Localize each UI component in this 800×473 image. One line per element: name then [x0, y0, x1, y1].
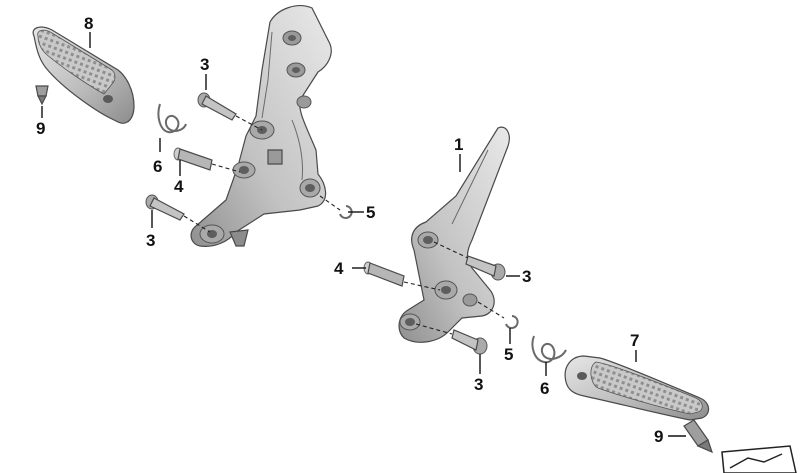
footrest-bracket-right [398, 126, 510, 343]
callout-3-right-top: 3 [522, 267, 531, 286]
callout-3-left-top: 3 [200, 55, 209, 74]
pin-right [683, 419, 713, 454]
clip-right [505, 315, 519, 329]
bolt-left-bottom [145, 194, 185, 221]
footrest-bracket-left [190, 5, 332, 247]
axis-right-4 [477, 301, 505, 319]
callout-3-left-bottom: 3 [146, 231, 155, 250]
axis-left-1 [235, 115, 263, 131]
axis-right-3 [415, 323, 453, 335]
callout-8: 8 [84, 14, 93, 33]
callout-9-right: 9 [654, 427, 663, 446]
bolt-right-top [465, 255, 506, 281]
pin-shaft-right [363, 261, 405, 287]
callout-5-right: 5 [504, 345, 513, 364]
bolt-right-bottom [451, 329, 488, 355]
pin-shaft-left [173, 147, 213, 171]
footpeg-right [564, 355, 710, 421]
callout-4-right: 4 [334, 259, 344, 278]
spring-left [157, 103, 187, 134]
callout-4-left: 4 [174, 177, 184, 196]
axis-left-3 [183, 215, 211, 233]
clip-left [339, 205, 353, 219]
callout-1: 1 [454, 135, 463, 154]
leader-lines [41, 32, 686, 437]
bolt-left-top [197, 92, 237, 121]
axis-right-2 [403, 281, 441, 291]
callout-6-left: 6 [153, 157, 162, 176]
callout-3-right-bottom: 3 [474, 375, 483, 394]
page-corner-icon [721, 445, 797, 473]
callout-5-left: 5 [366, 203, 375, 222]
axis-left-4 [319, 195, 341, 211]
spring-right [531, 335, 567, 364]
callout-6-right: 6 [540, 379, 549, 398]
callout-9-left: 9 [36, 119, 45, 138]
footpeg-left [32, 26, 135, 124]
pin-left [35, 85, 49, 106]
axis-left-2 [211, 163, 241, 173]
axis-right-1 [433, 241, 469, 259]
callout-7: 7 [630, 331, 639, 350]
